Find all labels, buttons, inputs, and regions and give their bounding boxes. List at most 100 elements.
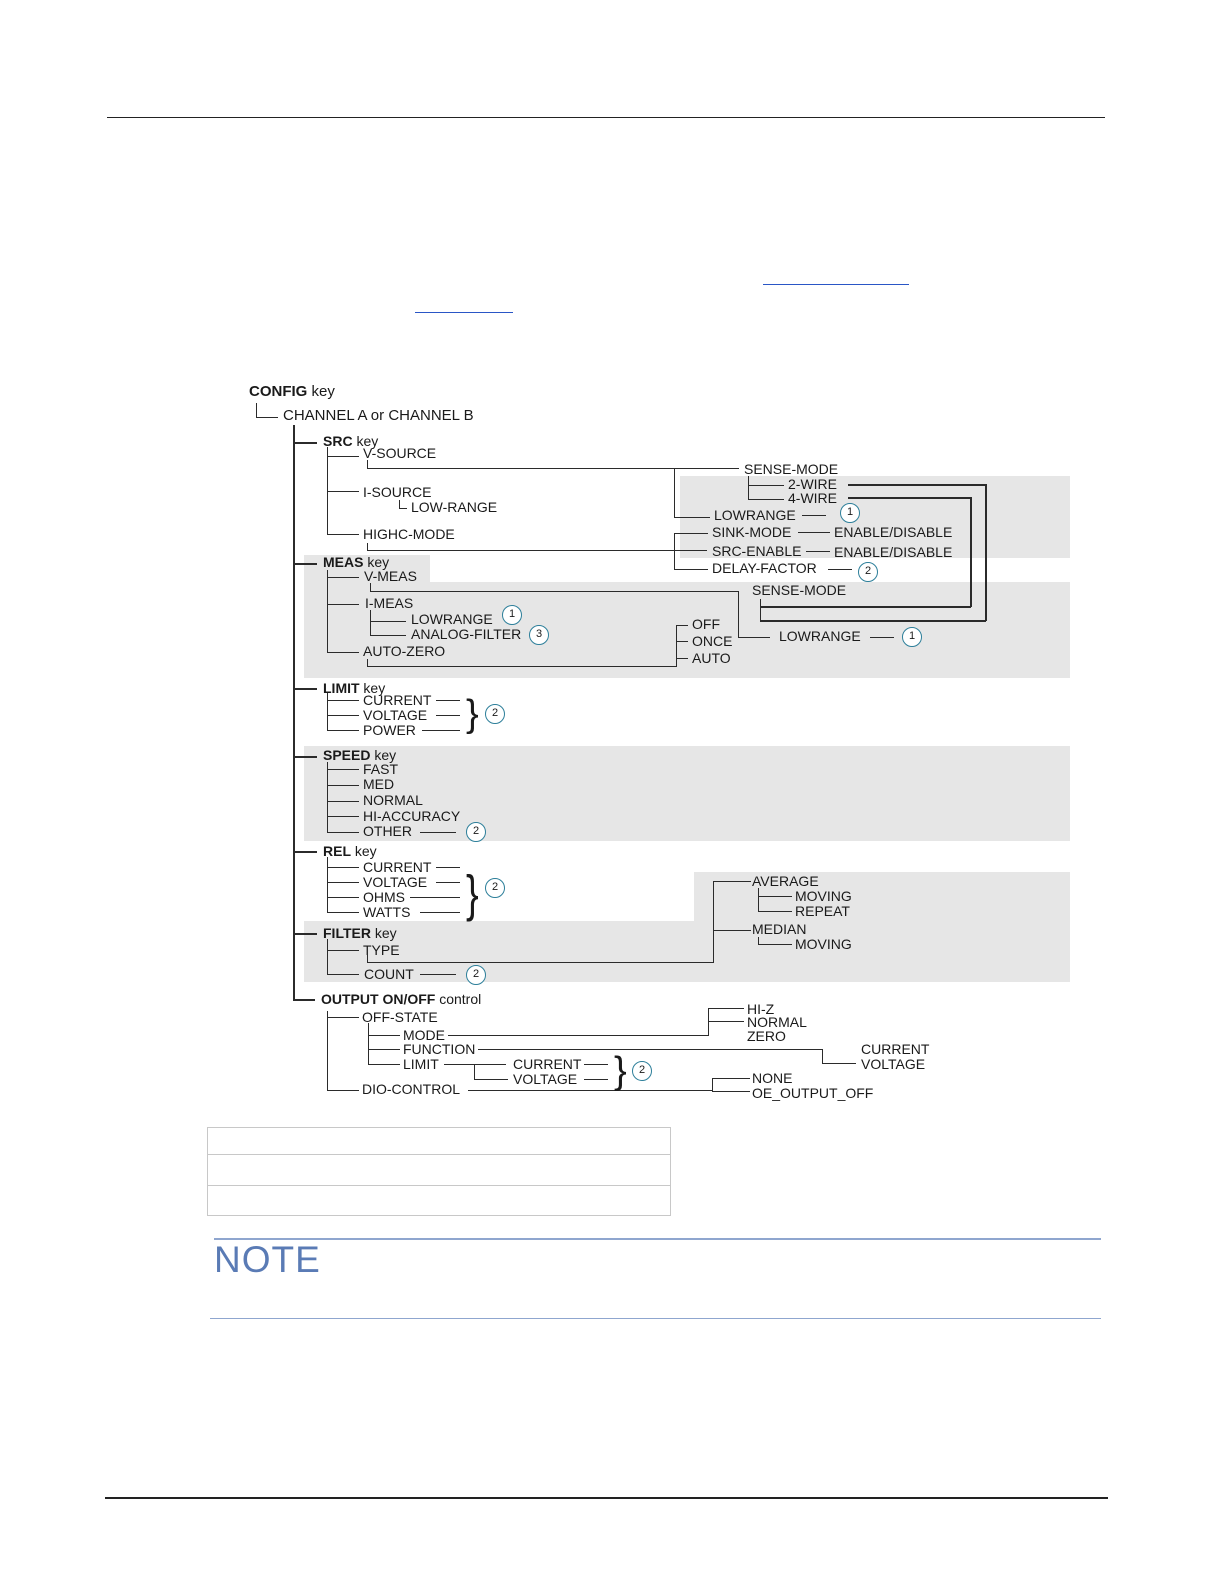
auto-zero-label: AUTO-ZERO: [363, 643, 446, 659]
callout-key-table: [207, 1127, 671, 1216]
sink-mode-label: SINK-MODE: [712, 524, 792, 540]
connector: [327, 785, 359, 787]
auto-label: AUTO: [692, 650, 731, 666]
connector: [436, 700, 460, 702]
connector: [420, 912, 460, 914]
connector: [713, 881, 715, 963]
speed-fast-label: FAST: [363, 761, 399, 777]
connector: [674, 569, 708, 571]
hyperlink-underline-2[interactable]: [415, 312, 513, 313]
connector: [327, 1017, 359, 1019]
shade-filter: [304, 921, 1070, 982]
connector: [474, 1064, 476, 1080]
connector: [798, 532, 830, 534]
connector: [712, 1078, 714, 1092]
table-row: [207, 1185, 671, 1216]
connector: [327, 570, 329, 653]
connector: [327, 652, 359, 654]
callout-3-analog-filter: 3: [529, 625, 549, 645]
connector: [674, 468, 676, 518]
speed-hi-accuracy-label: HI-ACCURACY: [363, 808, 461, 824]
header-rule: [107, 117, 1105, 118]
heading-rest: key: [370, 747, 397, 763]
heading-bold: OUTPUT ON/OFF: [321, 991, 436, 1007]
connector: [676, 625, 678, 667]
callout-2-filter-count: 2: [466, 965, 486, 985]
callout-2-rel: 2: [485, 878, 505, 898]
connector: [327, 867, 359, 869]
connector: [293, 851, 317, 853]
low-range-label: LOW-RANGE: [411, 499, 498, 515]
limit-current-label: CURRENT: [363, 692, 432, 708]
connector: [399, 508, 407, 510]
output-control-heading: OUTPUT ON/OFF control: [321, 992, 481, 1007]
callout-2-speed-other: 2: [466, 822, 486, 842]
connector: [327, 939, 329, 975]
connector: [256, 403, 258, 418]
config-key-heading: CONFIG key: [249, 384, 335, 399]
rel-key-heading: REL key: [323, 844, 377, 859]
output-limit-current-label: CURRENT: [513, 1056, 582, 1072]
connector: [468, 1090, 712, 1092]
heading-bold: REL: [323, 843, 351, 859]
meas-key-heading: MEAS key: [323, 555, 389, 570]
average-label: AVERAGE: [752, 873, 819, 889]
sink-enable-label: ENABLE/DISABLE: [834, 524, 953, 540]
meas-lowrange-label: LOWRANGE: [411, 611, 493, 627]
speed-other-label: OTHER: [363, 823, 412, 839]
table-row: [207, 1154, 671, 1186]
channel-label: CHANNEL A or CHANNEL B: [283, 407, 474, 424]
connector: [584, 1064, 608, 1066]
output-limit-label: LIMIT: [403, 1056, 439, 1072]
output-function-label: FUNCTION: [403, 1041, 476, 1057]
v-meas-label: V-MEAS: [364, 568, 417, 584]
connector: [327, 769, 359, 771]
connector: [368, 1064, 400, 1066]
hyperlink-underline-1[interactable]: [763, 284, 909, 285]
connector: [367, 468, 739, 470]
connector: [758, 944, 792, 946]
callout-1-meas-lowrange: 1: [502, 605, 522, 625]
heading-rest: key: [307, 383, 335, 400]
connector: [870, 637, 894, 639]
callout-1-src-lowrange: 1: [840, 503, 860, 523]
connector: [327, 912, 359, 914]
connector: [367, 666, 677, 668]
i-meas-label: I-MEAS: [365, 595, 414, 611]
heading-rest: key: [359, 680, 386, 696]
connector: [367, 460, 369, 469]
connector: [760, 620, 986, 622]
connector: [327, 730, 359, 732]
four-wire-label: 4-WIRE: [788, 490, 837, 506]
connector: [293, 933, 317, 935]
connector: [713, 930, 751, 932]
connector: [848, 484, 986, 486]
speed-med-label: MED: [363, 776, 395, 792]
connector: [436, 715, 460, 717]
connector: [293, 425, 295, 1000]
connector: [327, 456, 359, 458]
connector: [327, 762, 329, 833]
function-current-label: CURRENT: [861, 1041, 930, 1057]
shade-src-right: [680, 476, 1070, 558]
heading-bold: SRC: [323, 433, 353, 449]
connector: [748, 476, 750, 500]
connector: [758, 911, 792, 913]
connector: [370, 621, 406, 623]
oe-output-off-label: OE_OUTPUT_OFF: [752, 1085, 874, 1101]
connector: [327, 577, 359, 579]
limit-brace: }: [466, 693, 479, 735]
connector: [367, 659, 369, 667]
heading-rest: key: [363, 554, 390, 570]
src-lowrange-label: LOWRANGE: [714, 507, 796, 523]
connector: [848, 497, 971, 499]
connector: [370, 635, 406, 637]
src-enable-value-label: ENABLE/DISABLE: [834, 544, 953, 560]
connector: [327, 801, 359, 803]
connector: [822, 1049, 824, 1064]
connector: [367, 550, 707, 552]
connector: [367, 543, 369, 551]
heading-bold: CONFIG: [249, 383, 308, 400]
connector: [802, 515, 826, 517]
heading-bold: FILTER: [323, 925, 371, 941]
